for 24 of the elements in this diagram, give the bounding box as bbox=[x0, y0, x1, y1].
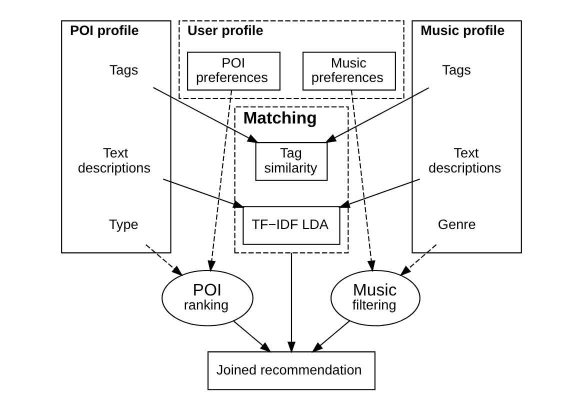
arrow bbox=[311, 320, 350, 353]
arrow bbox=[207, 90, 232, 272]
arrow bbox=[324, 87, 429, 144]
node-ellipse: Music filtering bbox=[330, 270, 420, 326]
node-text: Tags bbox=[108, 62, 138, 78]
node-ellipse: POI ranking bbox=[161, 270, 253, 326]
node-box: Joined recommendation bbox=[207, 351, 375, 390]
arrow bbox=[145, 244, 183, 276]
arrow bbox=[162, 178, 244, 208]
node-box: Music preferences bbox=[302, 52, 396, 91]
arrow bbox=[152, 87, 258, 144]
node-text: Tags bbox=[442, 62, 470, 78]
arrow bbox=[350, 90, 375, 272]
node-text: Text descriptions bbox=[77, 146, 150, 176]
node-box: Tag similarity bbox=[254, 142, 328, 181]
arrow bbox=[338, 178, 420, 208]
arrow bbox=[286, 252, 296, 354]
node-text: Genre bbox=[437, 217, 476, 232]
arrow bbox=[232, 320, 271, 353]
arrow bbox=[399, 244, 436, 276]
node-box: TF−IDF LDA bbox=[242, 206, 340, 245]
node-text: Type bbox=[108, 217, 138, 232]
node-text: Text descriptions bbox=[428, 146, 501, 176]
node-box: POI preferences bbox=[186, 52, 280, 91]
